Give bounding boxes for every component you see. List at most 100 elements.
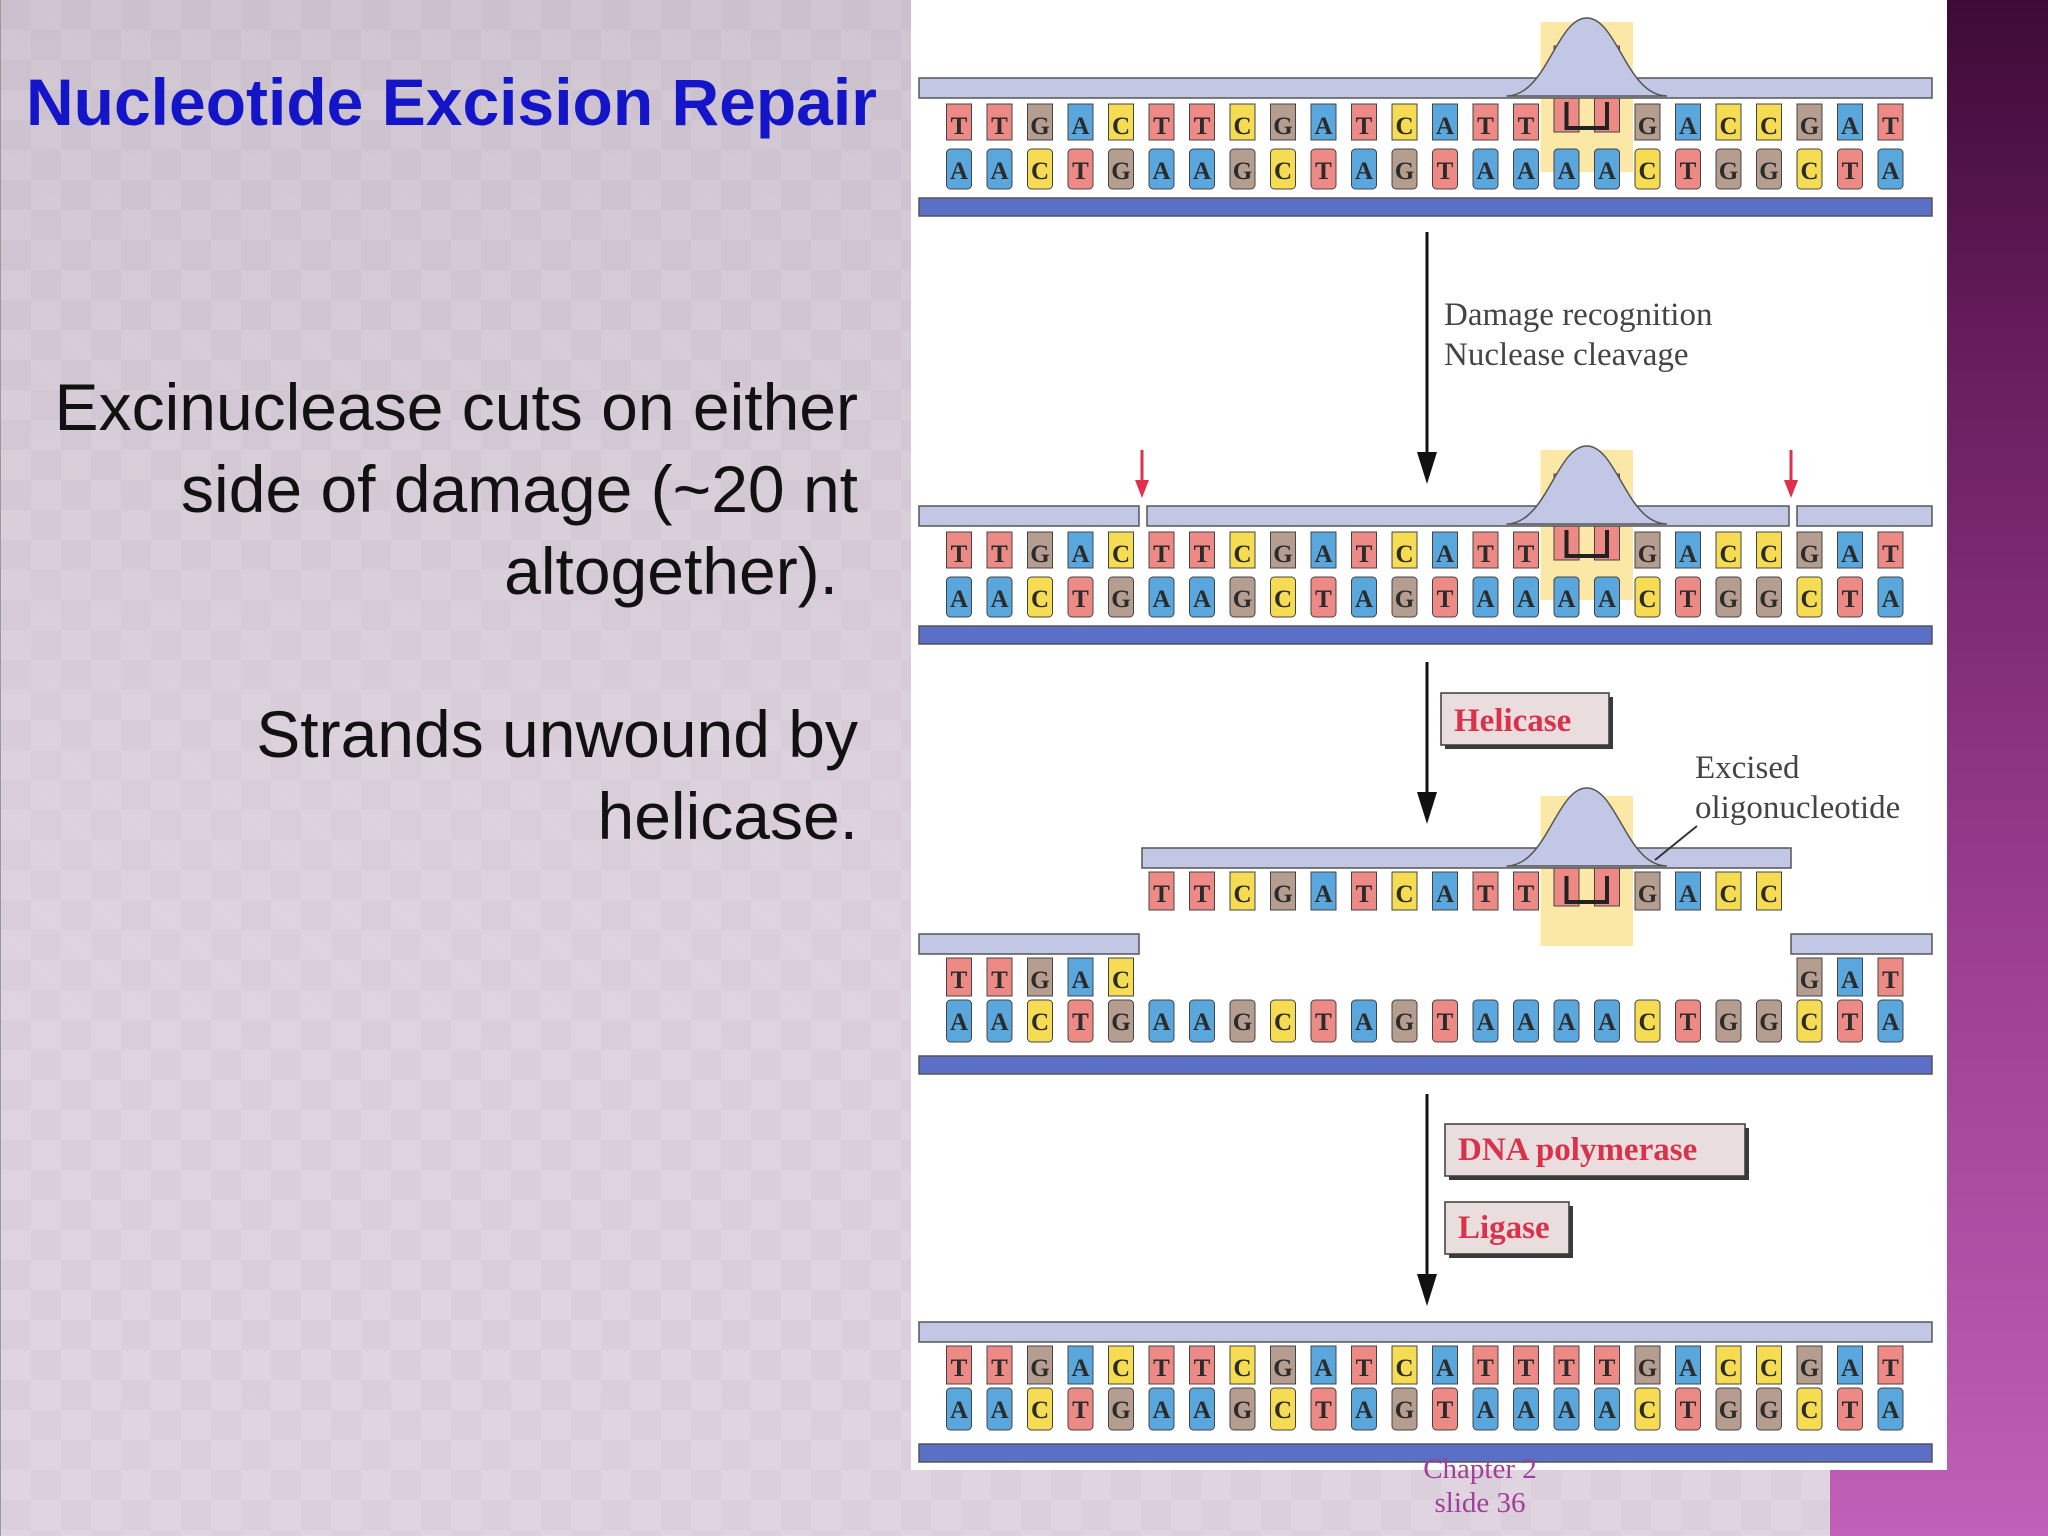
top-base-letter: C xyxy=(1760,1355,1778,1382)
bottom-base xyxy=(1756,148,1782,190)
slide-title: Nucleotide Excision Repair xyxy=(26,65,877,139)
bottom-base-letter: G xyxy=(1719,1397,1738,1424)
bottom-base xyxy=(986,1387,1013,1431)
bottom-base-letter: C xyxy=(1031,1009,1049,1036)
bottom-base xyxy=(1513,999,1539,1043)
top-base xyxy=(1189,531,1215,569)
top-base xyxy=(986,1345,1013,1385)
helicase-box xyxy=(1440,692,1610,746)
bottom-base-letter: G xyxy=(1719,158,1738,185)
backbone-bulge xyxy=(1506,445,1668,525)
bottom-base-letter: A xyxy=(1557,1009,1575,1036)
top-base xyxy=(1351,1345,1377,1385)
top-base-letter: G xyxy=(1800,967,1819,994)
top-base xyxy=(1148,103,1175,141)
top-base-letter: C xyxy=(1760,881,1778,908)
top-base-letter: T xyxy=(951,541,968,568)
bottom-base xyxy=(1756,1387,1782,1431)
bottom-base xyxy=(1756,999,1782,1043)
bottom-base-letter: T xyxy=(1072,1009,1089,1036)
top-base-letter: T xyxy=(1194,541,1211,568)
bottom-base-letter: G xyxy=(1719,1009,1738,1036)
bottom-base-letter: T xyxy=(1842,586,1859,613)
oligonucleotide-label: oligonucleotide xyxy=(1695,790,1900,826)
bottom-base-letter: C xyxy=(1800,1397,1818,1424)
paragraph-line: altogether). xyxy=(504,534,838,608)
top-base-letter: T xyxy=(1518,541,1535,568)
top-base-letter: A xyxy=(1436,881,1454,908)
top-base xyxy=(1715,871,1742,911)
bottom-base-letter: A xyxy=(1598,1009,1616,1036)
bottom-base-letter: G xyxy=(1233,1397,1252,1424)
ligase-box xyxy=(1444,1201,1570,1255)
top-base xyxy=(1229,1345,1256,1385)
slide-footer: Chapter 2 slide 36 xyxy=(1340,1452,1620,1520)
step-arrow-head xyxy=(1417,1274,1437,1306)
bottom-base-letter: G xyxy=(1111,158,1130,185)
top-base-letter: C xyxy=(1233,881,1251,908)
top-base-letter: C xyxy=(1395,881,1413,908)
top-base-letter: A xyxy=(1841,1355,1859,1382)
bottom-base-letter: A xyxy=(1193,1009,1211,1036)
bottom-base xyxy=(1877,576,1904,618)
top-backbone xyxy=(918,77,1933,99)
top-base xyxy=(1877,103,1904,141)
dna-row-gapped: TTTTCGATCATTGACCTTGACGATAACTGAAGCTAGTAAA… xyxy=(918,787,1933,1075)
bottom-base xyxy=(1472,999,1499,1043)
bottom-base-letter: G xyxy=(1759,586,1778,613)
bottom-base-letter: T xyxy=(1437,1009,1454,1036)
top-base xyxy=(1796,103,1823,141)
top-base xyxy=(1553,1345,1580,1385)
top-base-letter: G xyxy=(1638,113,1657,140)
top-base xyxy=(1513,871,1539,911)
top-base xyxy=(1027,957,1053,997)
bottom-base xyxy=(1796,148,1823,190)
ligase-label: Ligase xyxy=(1458,1210,1550,1246)
top-base-letter: T xyxy=(1194,881,1211,908)
bottom-base xyxy=(1189,1387,1215,1431)
bottom-base-letter: T xyxy=(1315,586,1332,613)
top-base xyxy=(1270,531,1296,569)
bottom-base xyxy=(1877,148,1904,190)
top-base xyxy=(946,1345,972,1385)
bottom-base-letter: T xyxy=(1315,158,1332,185)
top-base xyxy=(1513,531,1539,569)
top-base-letter: A xyxy=(1679,1355,1697,1382)
bottom-base xyxy=(1634,999,1661,1043)
bottom-base xyxy=(1796,999,1823,1043)
bottom-base xyxy=(1270,576,1296,618)
top-base-letter: G xyxy=(1638,881,1657,908)
top-base-letter: G xyxy=(1030,113,1049,140)
bottom-base xyxy=(1148,576,1175,618)
bottom-base-letter: A xyxy=(1517,1397,1535,1424)
top-base xyxy=(1877,1345,1904,1385)
top-base-letter: T xyxy=(991,541,1008,568)
top-base-letter: A xyxy=(1436,1355,1454,1382)
bottom-base-letter: G xyxy=(1233,158,1252,185)
bottom-base xyxy=(1513,1387,1539,1431)
top-base-letter: C xyxy=(1719,541,1737,568)
top-base-letter: G xyxy=(1030,541,1049,568)
helicase-label: Helicase xyxy=(1454,703,1571,739)
top-base-letter: T xyxy=(1477,1355,1494,1382)
bottom-base-letter: A xyxy=(1193,586,1211,613)
bottom-base xyxy=(1796,576,1823,618)
bottom-backbone xyxy=(918,1055,1933,1075)
top-base xyxy=(1310,103,1337,141)
bottom-base xyxy=(1553,1387,1580,1431)
top-base xyxy=(1310,871,1337,911)
bottom-base-letter: G xyxy=(1233,586,1252,613)
top-base-letter: G xyxy=(1800,1355,1819,1382)
bottom-base xyxy=(1675,148,1701,190)
top-base-letter: A xyxy=(1071,113,1089,140)
top-base xyxy=(1715,103,1742,141)
top-base xyxy=(1472,531,1499,569)
top-base xyxy=(1594,1345,1620,1385)
bottom-base xyxy=(1837,148,1863,190)
bottom-base xyxy=(1391,148,1418,190)
bottom-base xyxy=(1027,148,1053,190)
bottom-base-letter: T xyxy=(1437,158,1454,185)
top-base-letter: T xyxy=(1477,113,1494,140)
top-base xyxy=(1108,1345,1134,1385)
bottom-base-letter: A xyxy=(1517,1009,1535,1036)
